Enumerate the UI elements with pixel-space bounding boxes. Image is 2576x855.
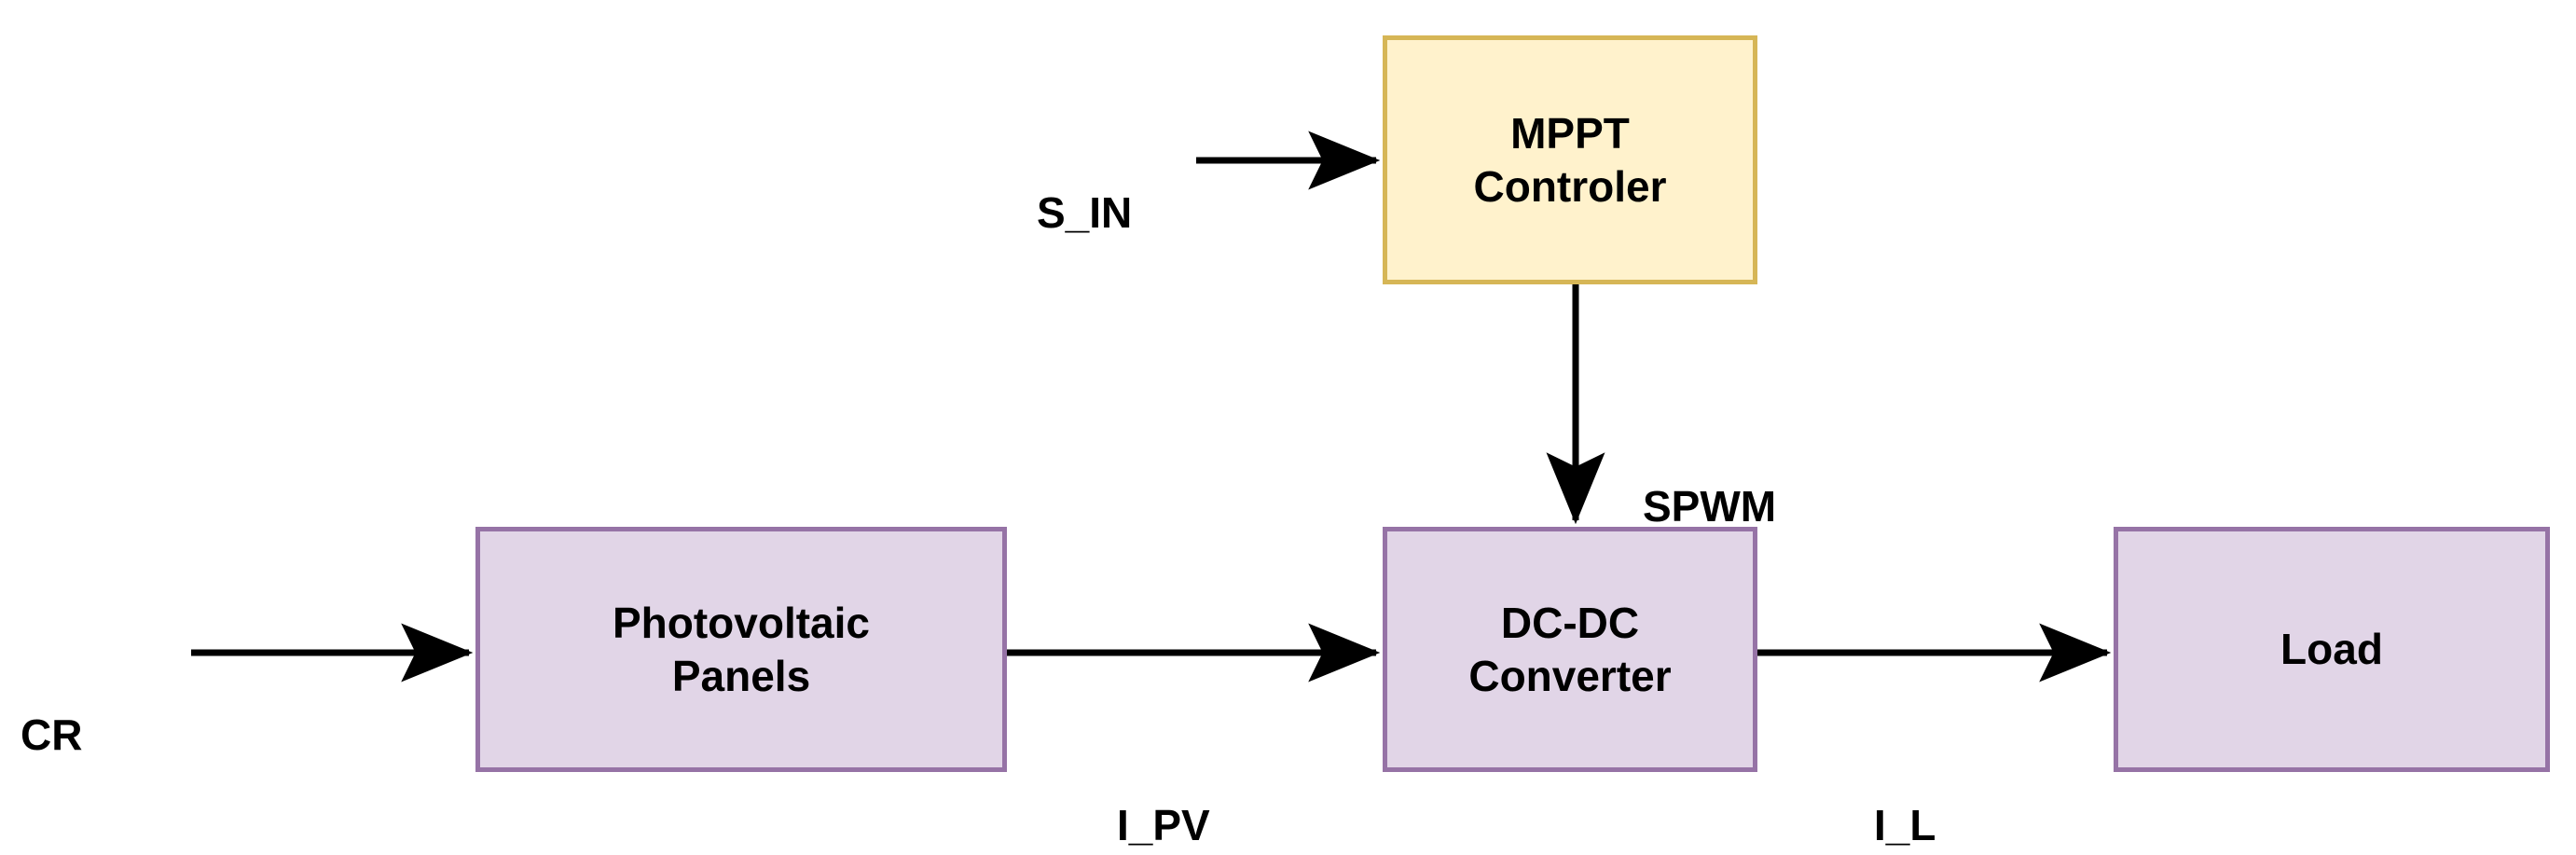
node-mppt-controller-label-line2: Controler (1473, 161, 1667, 211)
node-photovoltaic-panels-label-line2: Panels (671, 651, 811, 700)
edge-label-cr-ct: CR CT (21, 604, 82, 855)
node-mppt-controller-label-line1: MPPT (1510, 109, 1630, 159)
edge-label-i-l-v-l: I_L V_L (1874, 695, 1952, 855)
edge-label-s-in-text: S_IN (1037, 188, 1133, 238)
edge-label-cr: CR (21, 710, 83, 760)
edge-label-spwm-text: SPWM (1643, 482, 1777, 531)
edge-label-i-l: I_L (1874, 801, 1936, 850)
node-dc-dc-converter[interactable]: DC-DC Converter (1383, 527, 1757, 772)
node-load[interactable]: Load (2114, 527, 2550, 772)
node-photovoltaic-panels[interactable]: Photovoltaic Panels (475, 527, 1007, 772)
node-dc-dc-converter-label-line1: DC-DC (1500, 599, 1640, 648)
node-photovoltaic-panels-label-line1: Photovoltaic (612, 599, 871, 648)
edge-label-s-in: S_IN (1037, 82, 1132, 344)
node-load-label-line1: Load (2280, 625, 2383, 674)
node-dc-dc-converter-label-line2: Converter (1468, 651, 1672, 700)
edge-label-spwm: SPWM (1643, 376, 1776, 638)
edge-label-i-pv-v-pv: I_PV V_PV (1117, 695, 1227, 855)
edge-label-i-pv: I_PV (1117, 801, 1210, 850)
node-mppt-controller[interactable]: MPPT Controler (1383, 35, 1757, 284)
